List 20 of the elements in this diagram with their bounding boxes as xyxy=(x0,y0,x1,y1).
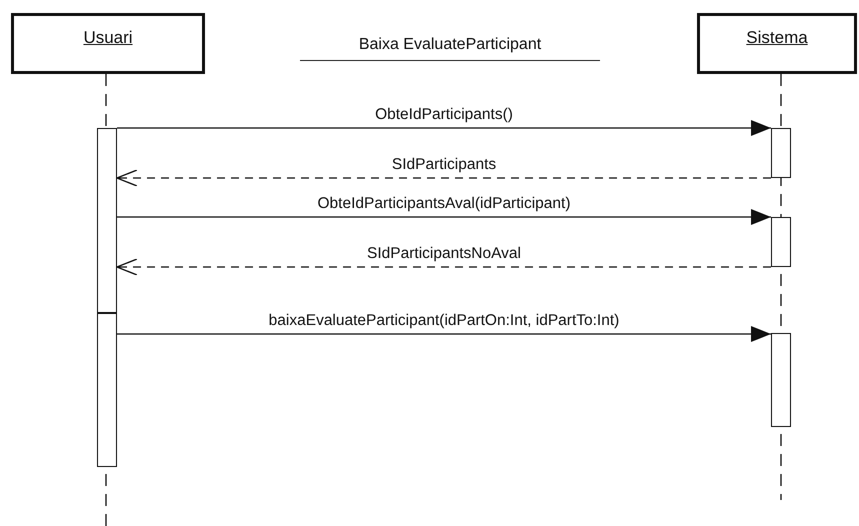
message-arrow xyxy=(117,209,771,225)
edge-label: ObteIdParticipants() xyxy=(373,106,515,124)
return-arrow xyxy=(116,258,771,276)
edge-label: SIdParticipantsNoAval xyxy=(365,245,523,263)
activation-bar xyxy=(97,128,117,313)
object-name: Sistema xyxy=(746,28,808,48)
object-name: Usuari xyxy=(83,28,133,48)
activation-bar xyxy=(97,313,117,467)
activation-bar xyxy=(771,217,791,267)
edge-label: baixaEvaluateParticipant(idPartOn:Int, idPartTo:Int) xyxy=(266,312,622,330)
message-arrow xyxy=(117,120,771,136)
return-arrow xyxy=(116,169,771,187)
message-arrow xyxy=(117,326,771,342)
edge-label: SIdParticipants xyxy=(390,156,498,174)
object-box xyxy=(697,13,857,74)
edge-label: ObteIdParticipantsAval(idParticipant) xyxy=(316,195,572,213)
object-box xyxy=(11,13,205,74)
activation-bar xyxy=(771,333,791,427)
activation-bar xyxy=(771,128,791,178)
diagram-title: Baixa EvaluateParticipant xyxy=(300,36,600,61)
